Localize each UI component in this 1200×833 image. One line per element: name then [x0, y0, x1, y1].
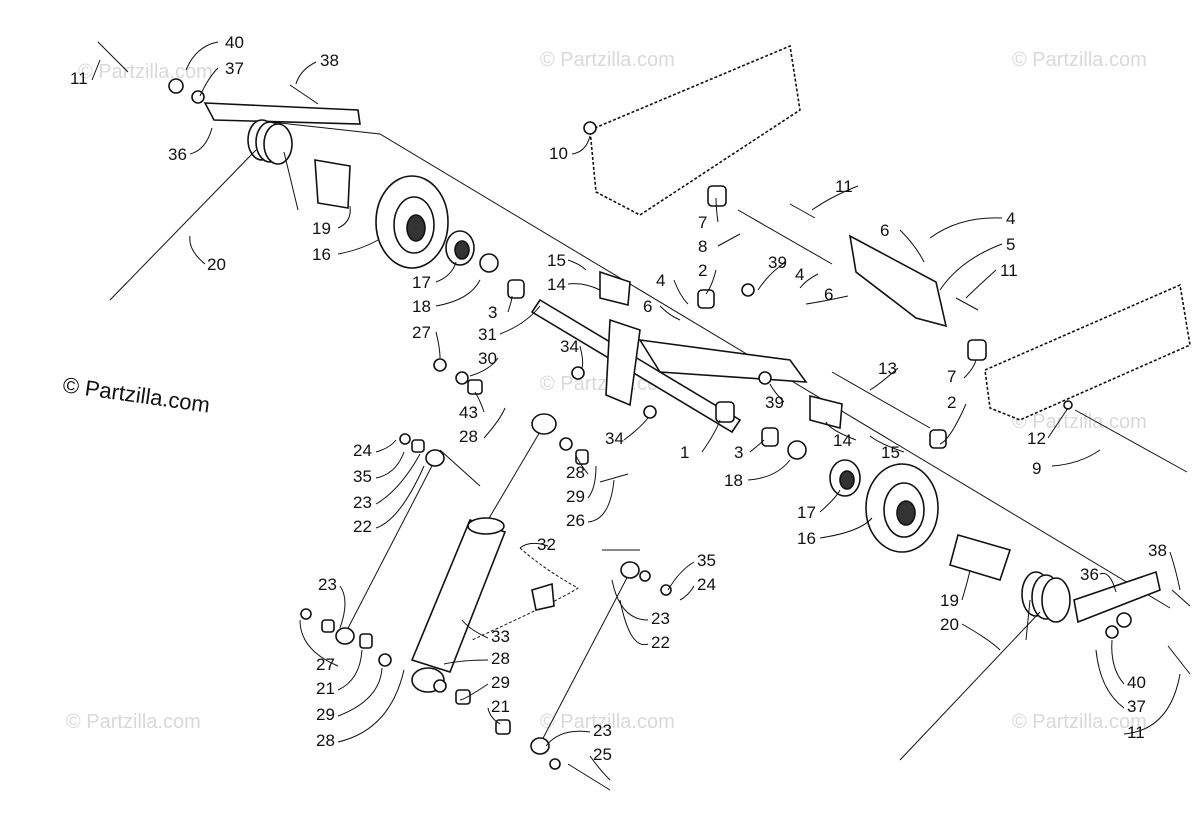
watermark: © Partzilla.com [66, 711, 201, 733]
callout-labels: 1 2 2 3 3 4 4 4 5 6 6 6 7 7 8 9 10 11 11… [70, 33, 1167, 764]
callout-22[interactable]: 22 [353, 517, 372, 536]
callout-7[interactable]: 7 [947, 367, 956, 386]
callout-40[interactable]: 40 [225, 33, 244, 52]
callout-15[interactable]: 15 [881, 443, 900, 462]
callout-11[interactable]: 11 [1000, 261, 1018, 280]
callout-23[interactable]: 23 [651, 609, 670, 628]
callout-35[interactable]: 35 [697, 551, 716, 570]
callout-6[interactable]: 6 [824, 285, 833, 304]
callout-22[interactable]: 22 [651, 633, 670, 652]
callout-34[interactable]: 34 [605, 429, 624, 448]
callout-29[interactable]: 29 [316, 705, 335, 724]
callout-6[interactable]: 6 [643, 297, 652, 316]
callout-3[interactable]: 3 [734, 443, 743, 462]
callout-16[interactable]: 16 [797, 529, 816, 548]
callout-30[interactable]: 30 [478, 349, 497, 368]
callout-20[interactable]: 20 [207, 255, 226, 274]
callout-13[interactable]: 13 [878, 359, 897, 378]
callout-17[interactable]: 17 [412, 273, 431, 292]
callout-4[interactable]: 4 [795, 265, 804, 284]
callout-11[interactable]: 11 [835, 177, 853, 196]
callout-25[interactable]: 25 [593, 745, 612, 764]
callout-39[interactable]: 39 [765, 393, 784, 412]
callout-14[interactable]: 14 [833, 431, 852, 450]
callout-2[interactable]: 2 [947, 393, 956, 412]
callout-4[interactable]: 4 [656, 271, 665, 290]
callout-38[interactable]: 38 [1148, 541, 1167, 560]
callout-3[interactable]: 3 [488, 303, 497, 322]
callout-7[interactable]: 7 [698, 213, 707, 232]
callout-15[interactable]: 15 [547, 251, 566, 270]
callout-29[interactable]: 29 [566, 487, 585, 506]
callout-40[interactable]: 40 [1127, 673, 1146, 692]
spring-left [109, 119, 299, 301]
callout-26[interactable]: 26 [566, 511, 585, 530]
shock-absorber [410, 413, 557, 693]
callout-32[interactable]: 32 [537, 535, 556, 554]
callout-38[interactable]: 38 [320, 51, 339, 70]
callout-18[interactable]: 18 [412, 297, 431, 316]
callout-17[interactable]: 17 [797, 503, 816, 522]
callout-19[interactable]: 19 [312, 219, 331, 238]
callout-39[interactable]: 39 [768, 253, 787, 272]
callout-29[interactable]: 29 [491, 673, 510, 692]
watermark: © Partzilla.com [540, 49, 675, 71]
watermark: © Partzilla.com [78, 61, 213, 83]
leader-lines [91, 41, 1181, 781]
callout-23[interactable]: 23 [353, 493, 372, 512]
callout-10[interactable]: 10 [549, 144, 568, 163]
callout-23[interactable]: 23 [593, 721, 612, 740]
callout-33[interactable]: 33 [491, 627, 510, 646]
assembly-drawing [97, 41, 1191, 791]
callout-9[interactable]: 9 [1032, 459, 1041, 478]
callout-1[interactable]: 1 [680, 443, 689, 462]
callout-11[interactable]: 11 [1127, 723, 1145, 742]
callout-24[interactable]: 24 [353, 441, 372, 460]
callout-35[interactable]: 35 [353, 467, 372, 486]
callout-12[interactable]: 12 [1027, 429, 1046, 448]
callout-14[interactable]: 14 [547, 275, 566, 294]
callout-21[interactable]: 21 [491, 697, 510, 716]
callout-28[interactable]: 28 [316, 731, 335, 750]
callout-21[interactable]: 21 [316, 679, 335, 698]
callout-6[interactable]: 6 [880, 221, 889, 240]
spring-right [899, 571, 1071, 761]
callout-31[interactable]: 31 [478, 325, 497, 344]
callout-34[interactable]: 34 [560, 337, 579, 356]
callout-37[interactable]: 37 [225, 59, 244, 78]
callout-36[interactable]: 36 [1080, 565, 1099, 584]
callout-20[interactable]: 20 [940, 615, 959, 634]
callout-28[interactable]: 28 [459, 427, 478, 446]
callout-18[interactable]: 18 [724, 471, 743, 490]
callout-4[interactable]: 4 [1006, 209, 1015, 228]
callout-16[interactable]: 16 [312, 245, 331, 264]
callout-24[interactable]: 24 [697, 575, 716, 594]
callout-43[interactable]: 43 [459, 403, 478, 422]
watermark: © Partzilla.com [540, 711, 675, 733]
watermark: © Partzilla.com [1012, 411, 1147, 433]
callout-36[interactable]: 36 [168, 145, 187, 164]
copyright-text: © Partzilla.com [61, 372, 211, 417]
callout-8[interactable]: 8 [698, 237, 707, 256]
callout-19[interactable]: 19 [940, 591, 959, 610]
callout-23[interactable]: 23 [318, 575, 337, 594]
callout-27[interactable]: 27 [412, 323, 431, 342]
callout-2[interactable]: 2 [698, 261, 707, 280]
watermark: © Partzilla.com [1012, 49, 1147, 71]
watermark: © Partzilla.com [1012, 711, 1147, 733]
callout-27[interactable]: 27 [316, 655, 335, 674]
callout-5[interactable]: 5 [1006, 235, 1015, 254]
callout-11[interactable]: 11 [70, 69, 88, 88]
callout-28[interactable]: 28 [491, 649, 510, 668]
callout-28[interactable]: 28 [566, 463, 585, 482]
callout-37[interactable]: 37 [1127, 697, 1146, 716]
